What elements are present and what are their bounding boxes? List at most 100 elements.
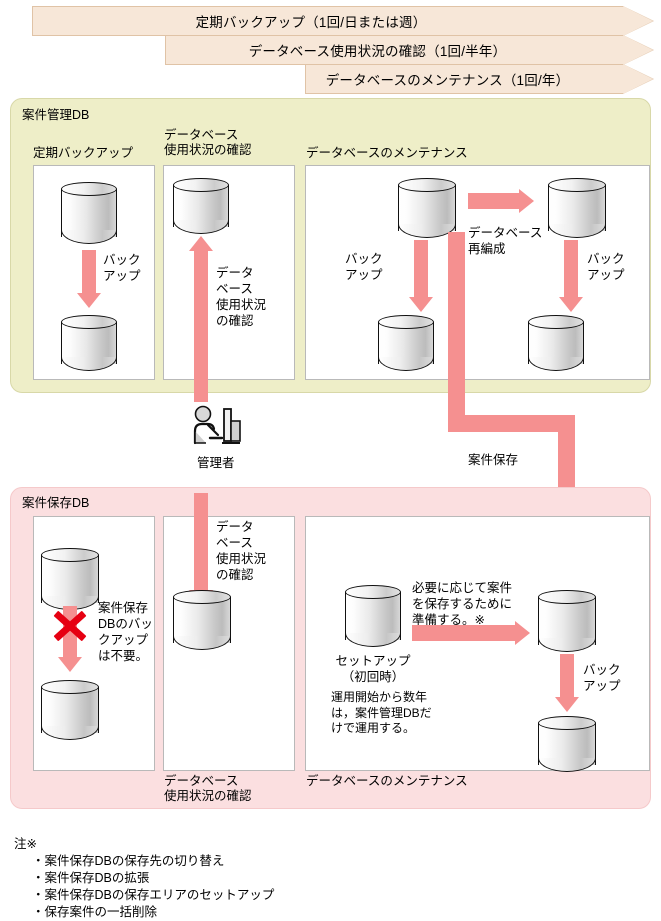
flow-label-line1: バック <box>103 253 141 267</box>
cylinder-bottom <box>538 758 596 772</box>
database-cylinder <box>173 590 231 650</box>
flow-label-backup-left: バックアップ <box>345 251 383 283</box>
database-cylinder <box>41 680 99 740</box>
arrow-backup-down <box>74 250 104 308</box>
banner-label: データベース使用状況の確認（1回/半年） <box>248 44 507 59</box>
cylinder-body <box>41 555 99 603</box>
banner-tip <box>623 35 653 65</box>
banner-label: 定期バックアップ（1回/日または週） <box>195 15 427 30</box>
panel-label-periodic-backup: 定期バックアップ <box>33 146 134 160</box>
database-cylinder <box>61 315 117 371</box>
database-cylinder <box>378 315 434 371</box>
cylinder-top <box>173 178 229 192</box>
database-cylinder <box>173 178 229 234</box>
cylinder-top <box>61 315 117 329</box>
cylinder-bottom <box>61 357 117 371</box>
cylinder-body <box>538 597 596 645</box>
panel-label-storage-db-usage-check: データベース 使用状況の確認 <box>164 774 252 803</box>
arrow-head <box>189 236 213 251</box>
cylinder-bottom <box>61 230 117 244</box>
cylinder-top <box>398 178 456 192</box>
footnote-item: ・案件保存DBの保存エリアのセットアップ <box>32 888 275 902</box>
flow-label-line2: アップ <box>583 679 621 693</box>
cylinder-bottom <box>528 357 584 371</box>
flow-label-no-backup-needed: 案件保存 DBのバッ クアップ は不要。 <box>98 601 153 663</box>
cylinder-top <box>173 590 231 604</box>
database-cylinder <box>538 590 596 652</box>
banner-db-usage-check: データベース使用状況の確認（1回/半年） <box>165 35 654 65</box>
arrow-shaft <box>412 625 516 641</box>
cylinder-bottom <box>173 220 229 234</box>
banner-tip <box>623 64 653 94</box>
arrow-db-usage-down <box>186 493 216 605</box>
arrow-head <box>77 293 101 308</box>
flow-label-backup: バックアップ <box>583 662 621 694</box>
footnote-item: ・保存案件の一括削除 <box>32 905 158 919</box>
panel-label-storage-db-maintenance: データベースのメンテナンス <box>306 774 468 788</box>
flow-label-reorganize: データベース 再編成 <box>468 226 543 256</box>
cylinder-bottom <box>378 357 434 371</box>
connector-label-case-storage: 案件保存 <box>468 453 519 467</box>
footnote-item: ・案件保存DBの拡張 <box>32 871 150 885</box>
arrow-head <box>555 697 579 712</box>
flow-label-setup-note: 運用開始から数年 は，案件管理DBだ けで運用する。 <box>331 690 432 735</box>
flow-label-db-usage-check: データ ベース 使用状況 の確認 <box>216 266 267 328</box>
flow-label-backup-right: バックアップ <box>587 251 625 283</box>
connector-segment-vertical-top <box>448 232 465 432</box>
connector-segment-horizontal <box>448 415 575 432</box>
database-cylinder <box>345 585 401 647</box>
panel-label-db-maintenance: データベースのメンテナンス <box>306 146 468 160</box>
flow-label-line1: バック <box>587 252 625 266</box>
arrow-shaft <box>560 654 574 698</box>
arrow-shaft <box>414 240 428 298</box>
arrow-head <box>515 621 530 645</box>
arrow-backup-down <box>556 240 586 312</box>
cylinder-top <box>345 585 401 599</box>
footnote-title: 注※ <box>14 837 37 851</box>
panel-label-db-usage-check: データベース 使用状況の確認 <box>164 128 252 157</box>
cylinder-top <box>41 680 99 694</box>
arrow-shaft <box>82 250 96 295</box>
cross-out-icon <box>46 602 94 650</box>
arrow-head <box>519 189 534 213</box>
cylinder-bottom <box>173 636 231 650</box>
cylinder-bottom <box>345 633 401 647</box>
arrow-shaft <box>194 250 208 402</box>
arrow-head <box>58 657 82 672</box>
banner-periodic-backup: 定期バックアップ（1回/日または週） <box>32 6 654 36</box>
database-cylinder <box>548 178 606 238</box>
database-cylinder <box>528 315 584 371</box>
arrow-db-usage-up <box>186 236 216 402</box>
arrow-shaft <box>564 240 578 298</box>
admin-label: 管理者 <box>197 456 235 470</box>
cylinder-body <box>345 592 401 640</box>
database-cylinder <box>398 178 456 238</box>
cylinder-top <box>548 178 606 192</box>
flow-label-line1: バック <box>345 252 383 266</box>
footnote-item: ・案件保存DBの保存先の切り替え <box>32 854 225 868</box>
cylinder-bottom <box>548 224 606 238</box>
person-at-computer-svg <box>193 405 241 445</box>
person-at-computer-icon <box>188 405 244 450</box>
cylinder-top <box>528 315 584 329</box>
cylinder-body <box>61 189 117 237</box>
flow-label-line1: バック <box>583 663 621 677</box>
cylinder-bottom <box>538 638 596 652</box>
database-cylinder <box>61 182 117 244</box>
cylinder-bottom <box>41 726 99 740</box>
flow-label-setup-title: セットアップ （初回時） <box>335 654 411 684</box>
arrow-prepare-right <box>412 618 530 648</box>
database-cylinder <box>41 548 99 610</box>
arrow-shaft <box>468 193 520 209</box>
flow-label-line2: アップ <box>587 268 625 282</box>
cylinder-top <box>41 548 99 562</box>
flow-label-line2: アップ <box>345 268 383 282</box>
cylinder-top <box>378 315 434 329</box>
group-title-storage-db: 案件保存DB <box>22 496 90 510</box>
banner-tip <box>623 6 653 36</box>
group-title-management-db: 案件管理DB <box>22 108 90 122</box>
cylinder-top <box>61 182 117 196</box>
arrow-head <box>559 297 583 312</box>
arrow-backup-down <box>552 654 582 712</box>
